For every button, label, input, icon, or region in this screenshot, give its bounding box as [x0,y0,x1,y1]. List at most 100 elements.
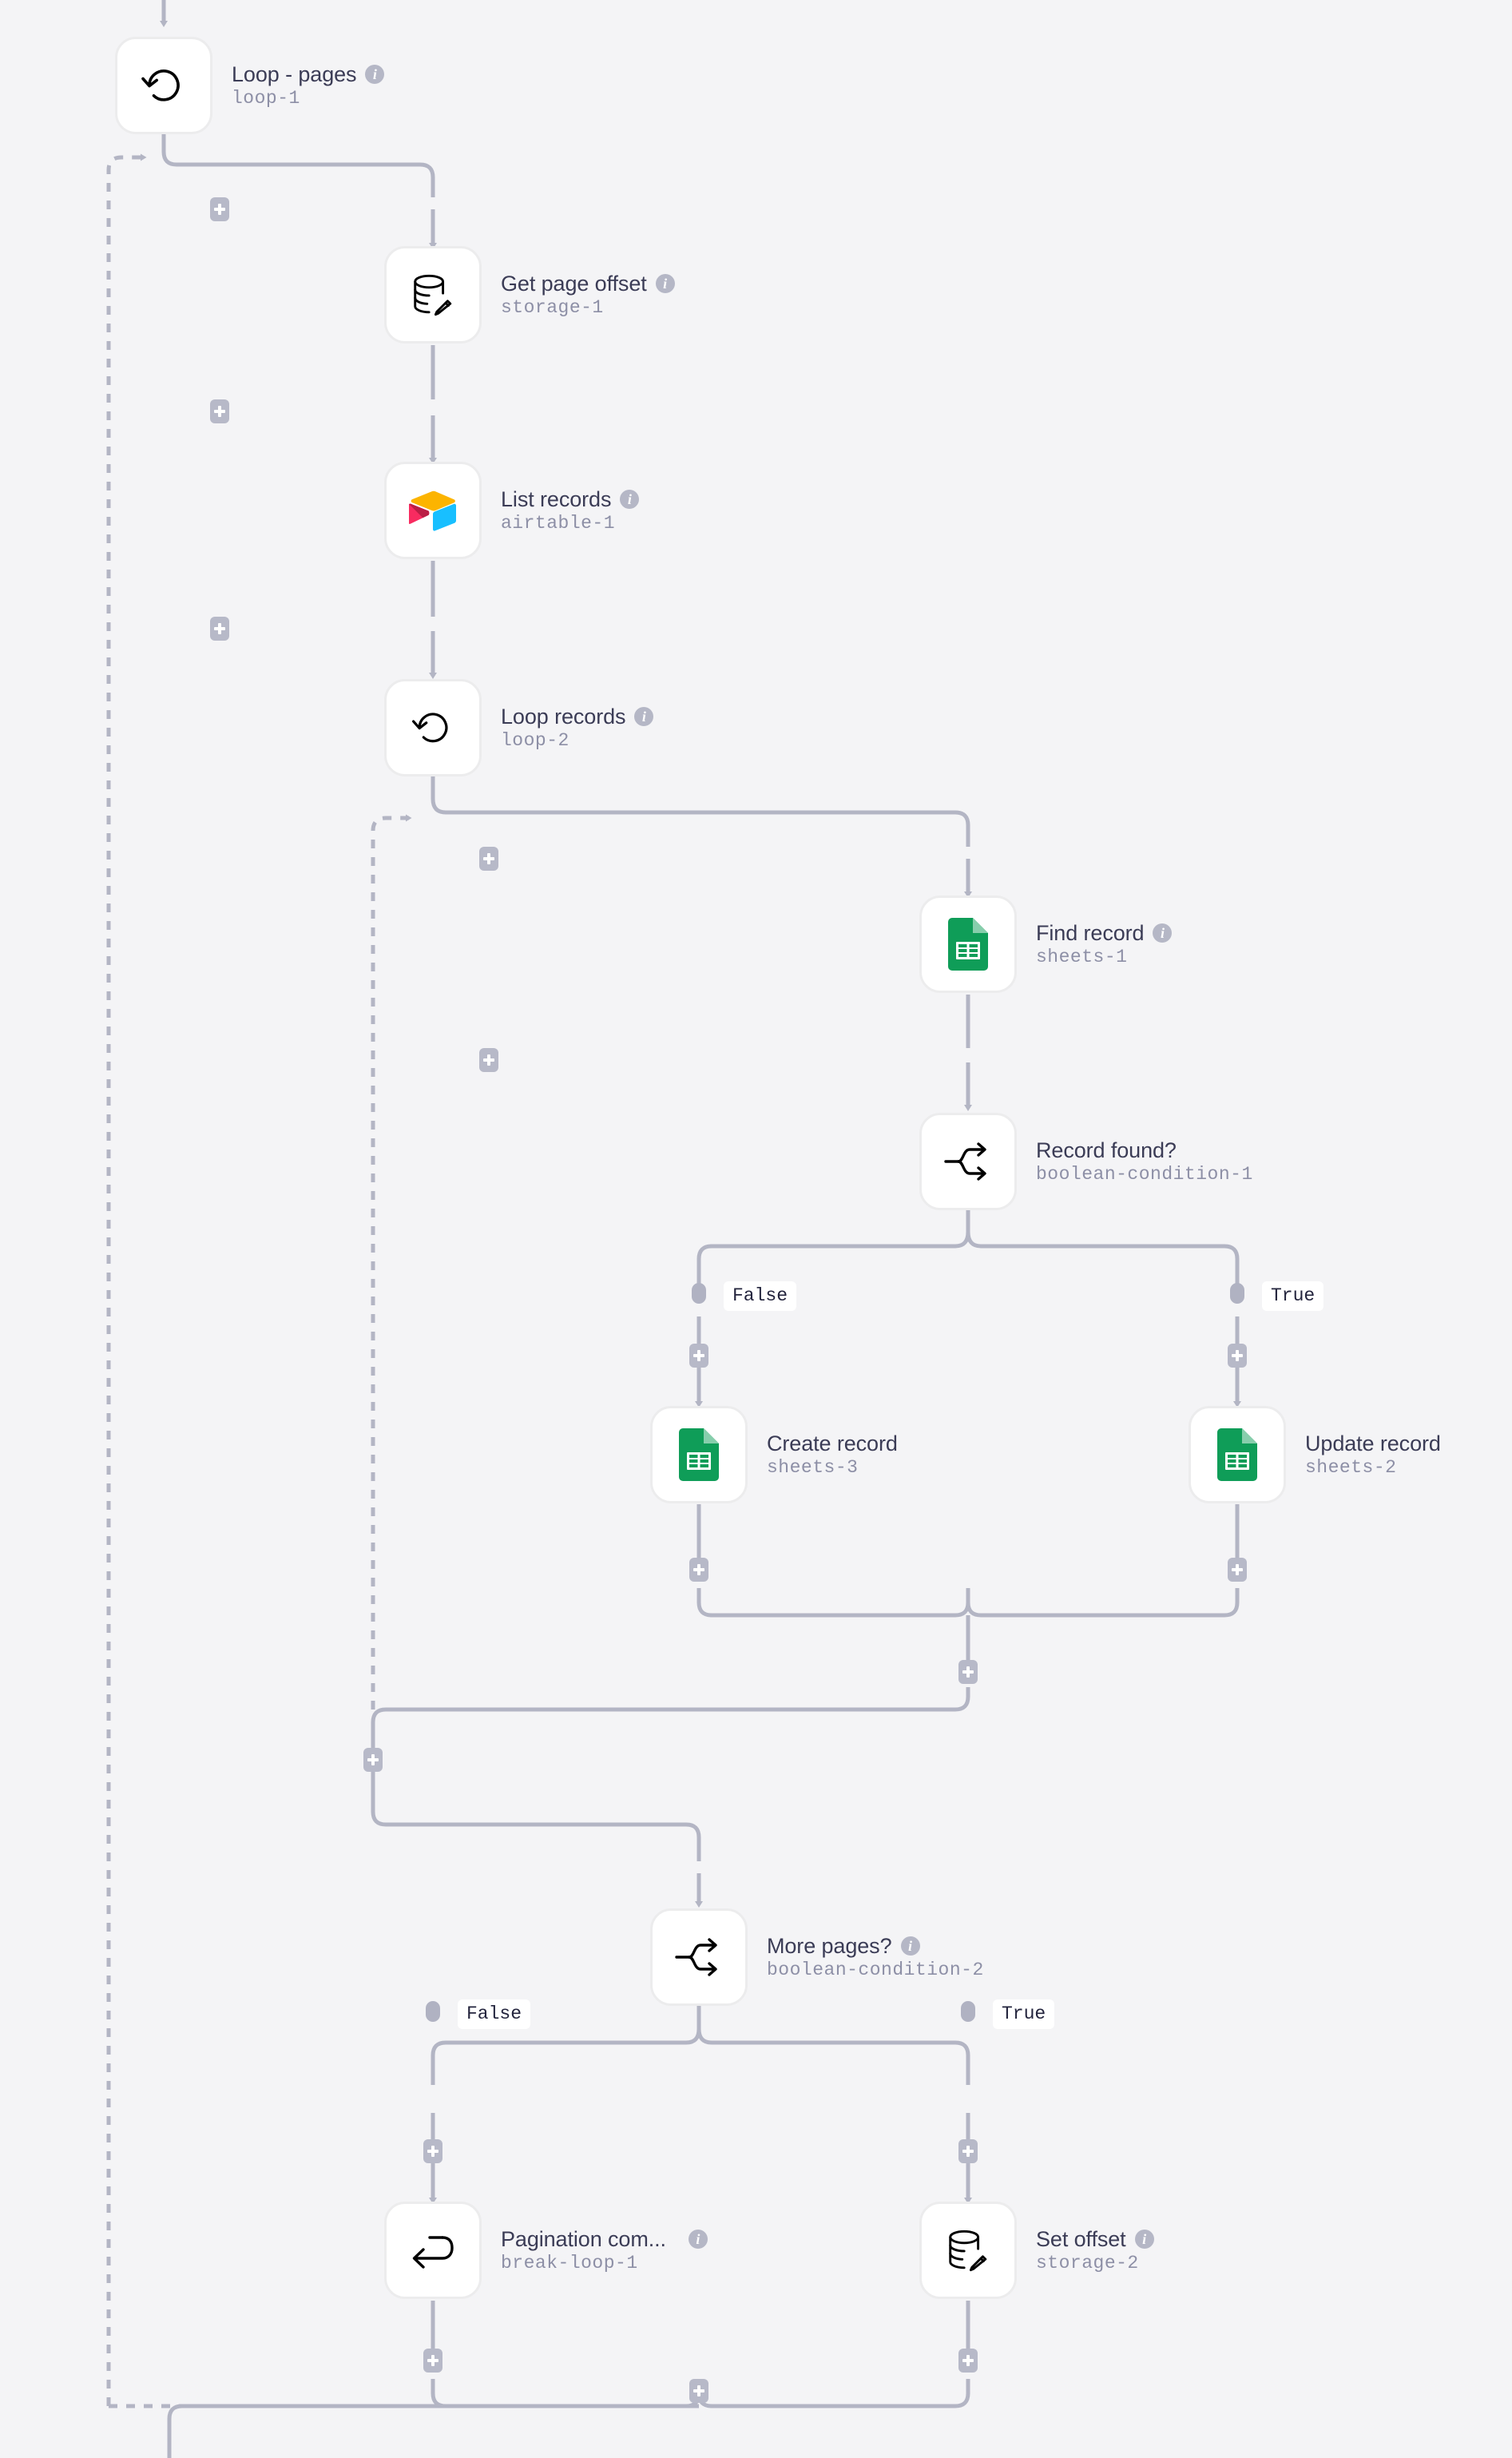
branch-handle-true-1[interactable] [1230,1283,1244,1304]
node-title-row: Loop - pages i [232,62,385,86]
node-title-row: Get page offset i [501,272,675,295]
add-step-button[interactable] [689,1558,708,1582]
node-text: Record found? boolean-condition-1 [1036,1138,1253,1184]
info-icon[interactable]: i [655,274,675,293]
add-step-button[interactable] [958,1660,978,1684]
node-title: Find record [1036,920,1145,945]
add-step-button[interactable] [210,617,229,641]
add-step-button[interactable] [479,1048,498,1072]
loop-icon [138,60,189,111]
node-sheets-1[interactable]: Find record i sheets-1 [919,895,1173,993]
branch-fork-icon [674,1937,724,1977]
node-text: Get page offset i storage-1 [501,272,675,318]
google-sheets-icon [1217,1428,1257,1481]
google-sheets-icon [948,918,988,971]
info-icon[interactable]: i [365,65,385,84]
node-title-row: Record found? [1036,1138,1253,1162]
node-icon-box[interactable] [384,679,482,776]
node-icon-box[interactable] [1189,1406,1286,1503]
info-icon[interactable]: i [620,490,640,509]
node-icon-box[interactable] [384,462,482,559]
node-sheets-3[interactable]: Create record sheets-3 [650,1406,898,1503]
info-icon[interactable]: i [634,707,654,726]
node-subtitle: sheets-1 [1036,946,1128,967]
node-title: Loop - pages [232,62,357,86]
node-subtitle: loop-2 [501,729,569,751]
branch-handle-false-2[interactable] [426,2001,440,2022]
node-title: Record found? [1036,1138,1177,1162]
node-text: Find record i sheets-1 [1036,920,1173,967]
node-title-row: Loop records i [501,704,654,729]
add-step-button[interactable] [958,2139,978,2163]
node-text: Create record sheets-3 [767,1432,898,1478]
info-icon[interactable]: i [1134,2230,1154,2249]
add-step-button[interactable] [210,197,229,221]
node-text: Update record sheets-2 [1305,1431,1441,1478]
node-title-row: Set offset i [1036,2228,1154,2250]
node-subtitle: boolean-condition-2 [767,1959,984,1980]
node-text: Pagination com... i break-loop-1 [501,2226,708,2273]
node-title-row: List records i [501,488,640,510]
node-icon-box[interactable] [384,2202,482,2299]
node-icon-box[interactable] [919,1113,1017,1210]
node-subtitle: sheets-2 [1305,1456,1397,1478]
break-loop-icon [408,2230,458,2270]
node-icon-box[interactable] [919,2202,1017,2299]
branch-label-true-2: True [993,1999,1055,2029]
node-subtitle: break-loop-1 [501,2252,638,2273]
node-subtitle: sheets-3 [767,1456,859,1478]
database-edit-icon [943,2226,993,2275]
add-step-button[interactable] [689,1344,708,1368]
add-step-button[interactable] [423,2139,442,2163]
add-step-button[interactable] [1228,1558,1247,1582]
node-text: More pages? i boolean-condition-2 [767,1933,984,1980]
node-boolean-condition-2[interactable]: More pages? i boolean-condition-2 [650,1908,984,2006]
branch-label-true-1: True [1262,1281,1324,1311]
node-break-loop-1[interactable]: Pagination com... i break-loop-1 [384,2202,708,2299]
info-icon[interactable]: i [688,2230,708,2249]
add-step-button[interactable] [958,2349,978,2373]
loop-icon [409,704,457,752]
add-step-button[interactable] [689,2379,708,2403]
node-icon-box[interactable] [384,246,482,343]
node-loop-2[interactable]: Loop records i loop-2 [384,679,654,776]
google-sheets-icon [679,1428,719,1481]
node-loop-1[interactable]: Loop - pages i loop-1 [115,37,385,134]
node-title: Pagination com... [501,2226,666,2251]
info-icon[interactable]: i [900,1936,920,1956]
node-subtitle: airtable-1 [501,512,616,534]
node-title-row: Pagination com... i [501,2226,708,2251]
branch-handle-false-1[interactable] [692,1283,706,1304]
node-text: List records i airtable-1 [501,488,640,534]
node-storage-1[interactable]: Get page offset i storage-1 [384,246,675,343]
node-title: Loop records [501,704,626,729]
node-text: Set offset i storage-2 [1036,2228,1154,2273]
branch-handle-true-2[interactable] [961,2001,975,2022]
node-title-row: Create record [767,1432,898,1455]
add-step-button[interactable] [363,1748,383,1772]
node-title: More pages? [767,1933,892,1958]
add-step-button[interactable] [423,2349,442,2373]
node-boolean-condition-1[interactable]: Record found? boolean-condition-1 [919,1113,1253,1210]
add-step-button[interactable] [479,847,498,871]
node-icon-box[interactable] [919,895,1017,993]
node-title-row: Update record [1305,1431,1441,1455]
node-subtitle: loop-1 [232,87,300,109]
node-sheets-2[interactable]: Update record sheets-2 [1189,1406,1441,1503]
add-step-button[interactable] [210,399,229,423]
database-edit-icon [408,270,458,320]
node-title: Update record [1305,1431,1441,1455]
node-storage-2[interactable]: Set offset i storage-2 [919,2202,1154,2299]
add-step-button[interactable] [1228,1344,1247,1368]
node-subtitle: storage-1 [501,296,604,318]
node-icon-box[interactable] [650,1406,748,1503]
node-icon-box[interactable] [650,1908,748,2006]
info-icon[interactable]: i [1153,923,1173,943]
node-title-row: Find record i [1036,920,1173,945]
node-icon-box[interactable] [115,37,212,134]
node-airtable-1[interactable]: List records i airtable-1 [384,462,640,559]
node-title-row: More pages? i [767,1933,984,1958]
branch-fork-icon [943,1142,993,1181]
